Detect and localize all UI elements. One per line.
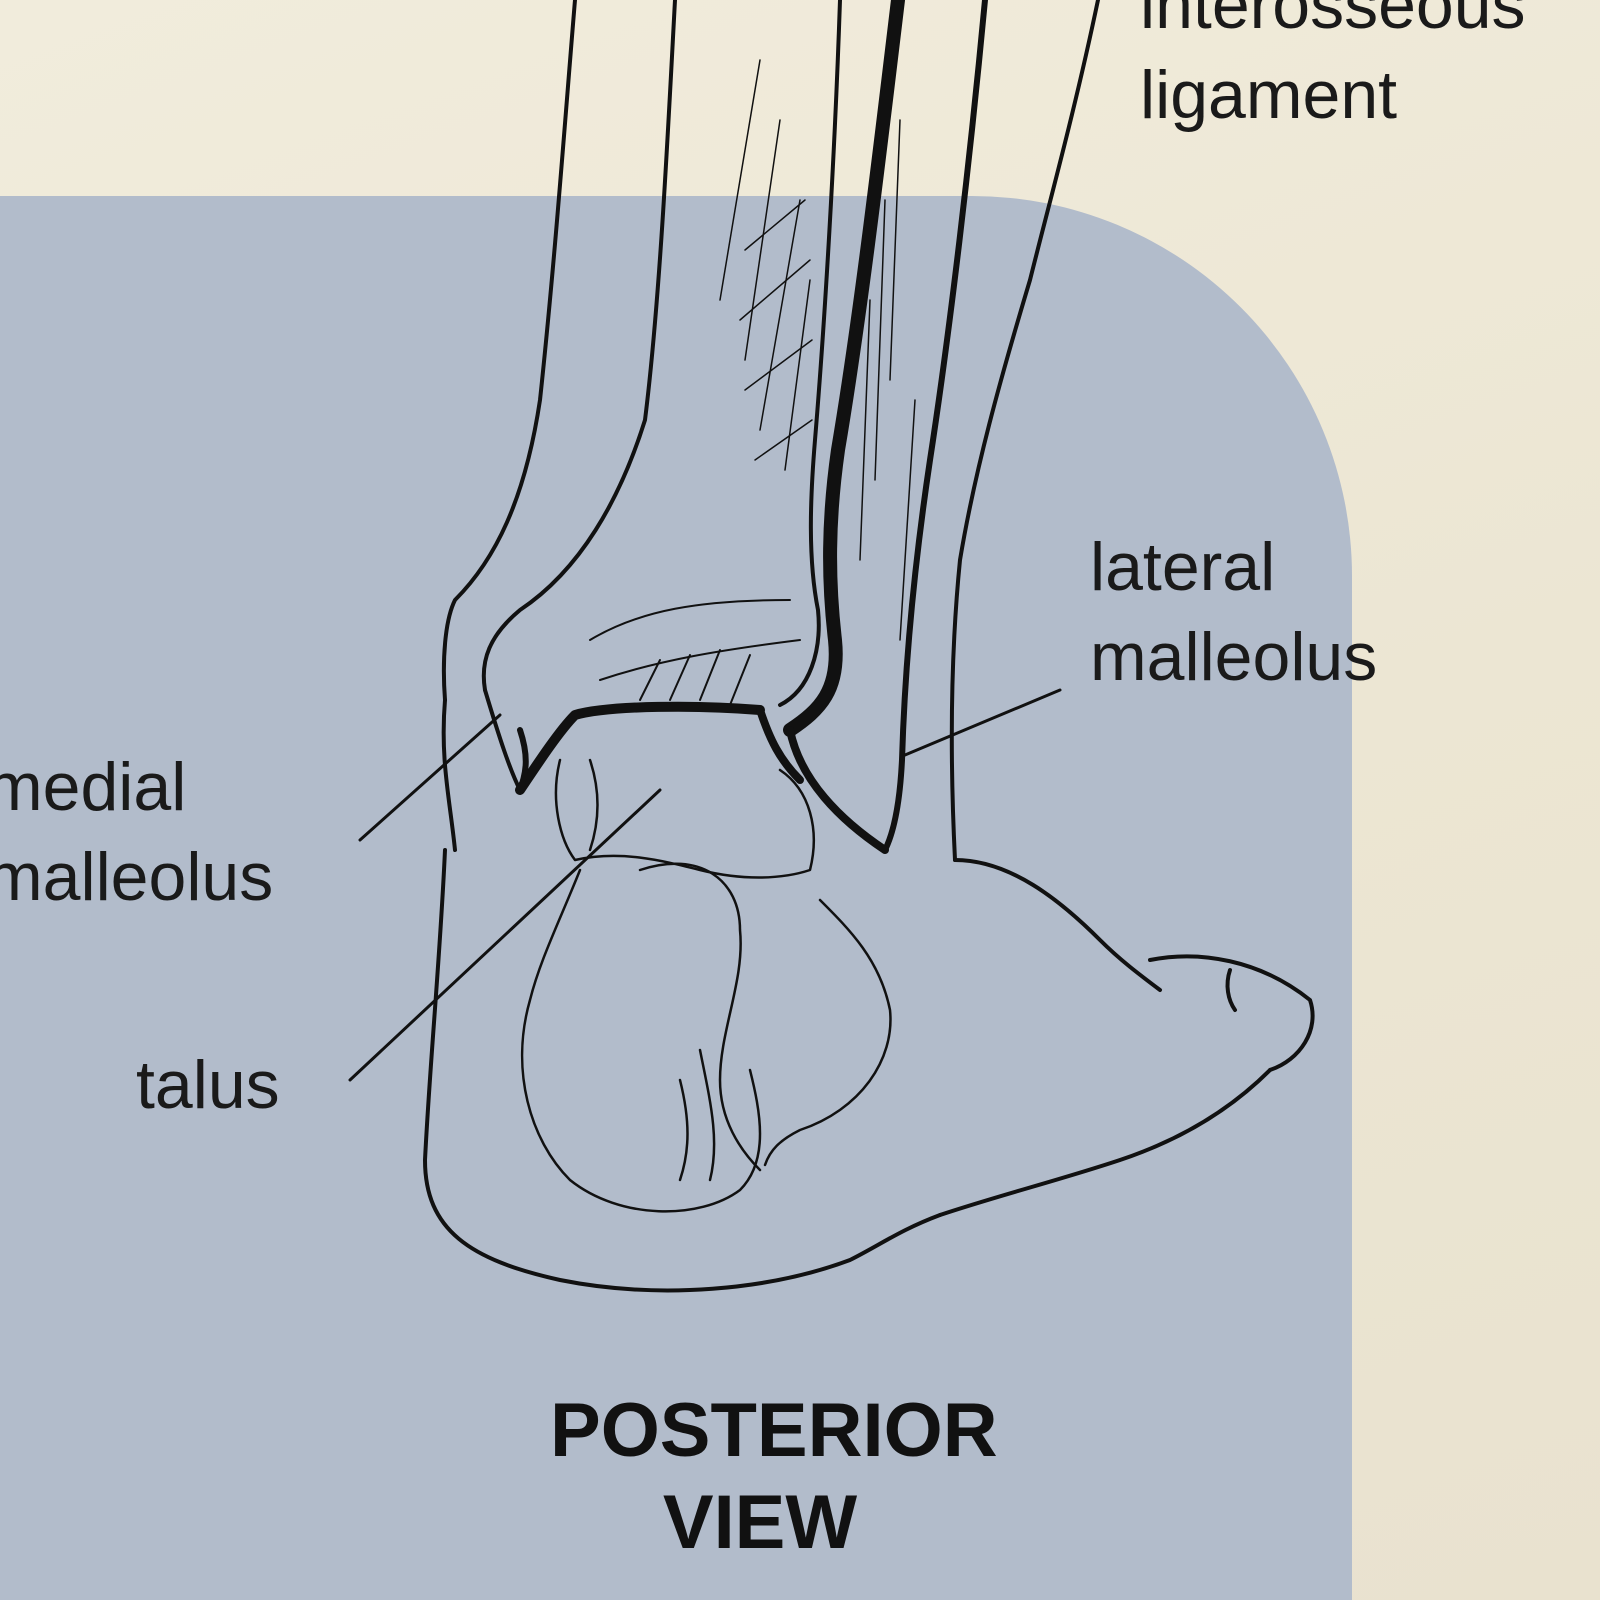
tibia [441,0,842,707]
leader-talus [348,788,662,1082]
heel-outline [423,698,1315,1293]
label-line: lateral [1090,529,1276,605]
title-line: VIEW [662,1480,858,1565]
title-line: POSTERIOR [550,1388,998,1473]
view-title: POSTERIOR VIEW [550,1385,998,1569]
talus-label: talus [136,1047,280,1123]
leader-medial-malleolus [358,713,502,842]
interosseous-ligament-label: interosseous ligament [1140,0,1526,140]
shaded-panel [0,196,1352,1600]
label-line: interosseous [1140,0,1526,43]
leader-lines [348,688,1062,1082]
lateral-malleolus-label: lateral malleolus [1090,522,1377,702]
ankle-joint [483,599,804,795]
label-line: ligament [1140,57,1398,133]
label-line: medial [0,749,187,825]
talus-bone [520,758,892,1213]
label-line: malleolus [0,839,274,915]
fibula [783,0,1100,862]
label-line: malleolus [1090,619,1378,695]
leader-lateral-malleolus [903,688,1062,757]
medial-malleolus-label: medial malleolus [0,742,273,922]
ligament-hatching [719,59,916,641]
